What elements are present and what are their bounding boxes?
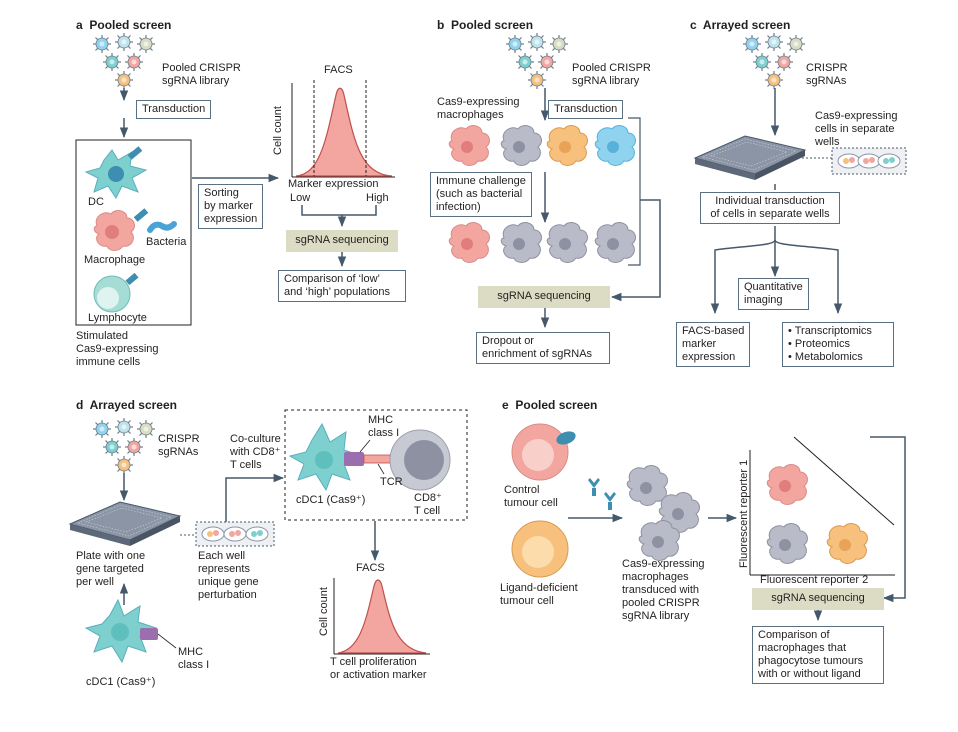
panel-c-title: Arrayed screen [702,18,791,32]
panel-e-sgrna-sequencing: sgRNA sequencing [752,588,884,610]
panel-d-tcr: TCR [380,476,403,488]
omics-item: • Proteomics [788,338,850,350]
panel-e-control: Control tumour cell [504,484,558,509]
panel-d-readout: T cell proliferation or activation marke… [330,656,427,681]
panel-d-mhc-top: MHC class I [368,414,400,439]
panel-c-letter: c [690,18,697,32]
panel-a-stimulated: Stimulated Cas9-expressing immune cells [76,330,159,368]
panel-a-high-label: High [366,192,389,204]
panel-d-letter: d [76,398,84,412]
panel-a-header: a Pooled screen [76,18,171,32]
panel-c-omics-box: • Transcriptomics • Proteomics • Metabol… [782,322,894,367]
panel-d-cell-count-axis: Cell count [318,587,330,636]
panel-c-library: CRISPR sgRNAs [806,62,848,87]
panel-a-macrophage-label: Macrophage [84,254,146,266]
panel-b-header: b Pooled screen [437,18,533,32]
panel-c-header: c Arrayed screen [690,18,790,32]
panel-d-title: Arrayed screen [89,398,177,412]
panel-b-dropout: Dropout or enrichment of sgRNAs [476,332,610,364]
panel-d-header: d Arrayed screen [76,398,177,412]
panel-d-cdc1-top: cDC1 (Cas9⁺) [296,494,366,506]
panel-e-letter: e [502,398,509,412]
omics-item: • Metabolomics [788,351,863,363]
panel-a-library: Pooled CRISPR sgRNA library [162,62,241,87]
panel-e-macrophages: Cas9-expressing macrophages transduced w… [622,558,705,622]
panel-a-title: Pooled screen [89,18,172,32]
panel-a-comparison: Comparison of ‘low’ and ‘high’ populatio… [278,270,406,302]
panel-a-low-label: Low [290,192,311,204]
panel-a-sgrna-sequencing: sgRNA sequencing [286,230,398,252]
panel-d-cd8: CD8⁺ T cell [414,492,442,517]
panel-a-marker-axis: Marker expression [288,178,379,190]
panel-b-title: Pooled screen [451,18,534,32]
omics-item: • Transcriptomics [788,325,872,337]
panel-a-letter: a [76,18,83,32]
panel-a-cell-count-axis: Cell count [272,106,284,155]
panel-c-cells-label: Cas9-expressing cells in separate wells [815,110,898,148]
panel-d-facs-title: FACS [356,562,385,574]
panel-e-reporter2-axis: Fluorescent reporter 2 [760,574,869,586]
panel-d-cdc1-bottom: cDC1 (Cas9⁺) [86,676,156,688]
panel-e-reporter1-axis: Fluorescent reporter 1 [738,459,750,568]
panel-a-sorting: Sorting by marker expression [198,184,264,229]
panel-b-macrophages-label: Cas9-expressing macrophages [437,96,520,121]
panel-a-transduction: Transduction [136,100,212,119]
panel-a-facs-title: FACS [324,64,353,76]
panel-e-title: Pooled screen [515,398,598,412]
panel-d-plate: Plate with one gene targeted per well [76,550,146,588]
panel-a-dc-label: DC [88,196,104,208]
panel-d-mhc-bottom: MHC class I [178,646,210,671]
panel-d-each-well: Each well represents unique gene perturb… [198,550,259,601]
panel-c-quant-imaging: Quantitative imaging [738,278,809,310]
panel-c-individual-transduction: Individual transduction of cells in sepa… [700,192,840,224]
panel-b-sgrna-sequencing: sgRNA sequencing [478,286,610,308]
panel-a-lymphocyte-label: Lymphocyte [88,312,147,324]
panel-d-coculture: Co-culture with CD8⁺ T cells [230,433,281,471]
panel-e-header: e Pooled screen [502,398,597,412]
panel-b-library: Pooled CRISPR sgRNA library [572,62,651,87]
panel-b-letter: b [437,18,445,32]
panel-a-bacteria-label: Bacteria [146,236,187,248]
panel-e-ligand: Ligand-deficient tumour cell [500,582,578,607]
panel-c-facs-box: FACS-based marker expression [676,322,750,367]
panel-b-transduction: Transduction [548,100,624,119]
panel-d-library: CRISPR sgRNAs [158,433,200,458]
panel-e-comparison: Comparison of macrophages that phagocyto… [752,626,884,684]
panel-b-immune-challenge: Immune challenge (such as bacterial infe… [430,172,532,217]
